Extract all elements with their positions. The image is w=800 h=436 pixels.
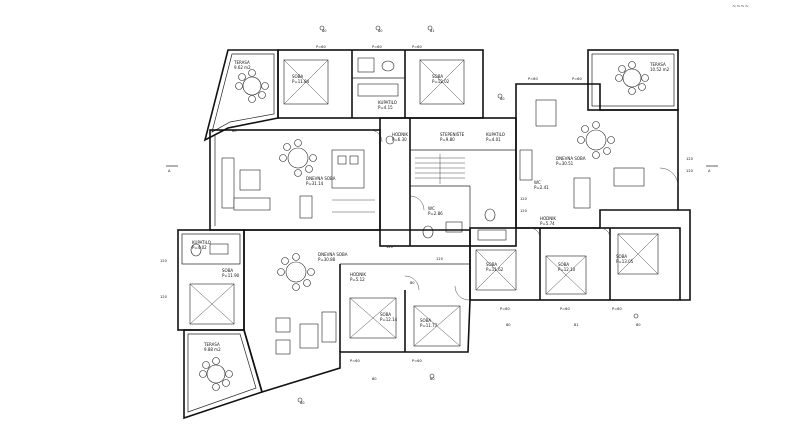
room-living-main-area: P=31.14 (306, 181, 324, 186)
room-bath-sw-name: KUPATILO (192, 240, 211, 245)
south-west-wing (177, 229, 263, 420)
room-wc-east-area: P=2.41 (534, 185, 549, 190)
level-mark: 80 (378, 29, 383, 33)
level-mark: 80 (430, 377, 435, 381)
room-hall-south-name: HODNIK (350, 272, 366, 277)
room-wc-center-name: WC (428, 206, 435, 211)
room-hall-east-area: P=5.74 (540, 221, 555, 226)
dim-mark: P=60 (412, 45, 422, 49)
room-hall-center-name: HODNIK (392, 132, 408, 137)
room-bath-n-area: P=4.15 (378, 105, 393, 110)
dim-mark: P=60 (612, 307, 622, 311)
room-stair-area: P=9.80 (440, 137, 455, 142)
corner-mark: ~~~~ (732, 4, 749, 10)
level-mark: 80 (372, 377, 377, 381)
elevation-mark: 120 (686, 157, 694, 161)
room-bedroom-s2-area: P=11.77 (420, 323, 438, 328)
room-stair-name: STEPENIŠTE (440, 132, 465, 137)
room-bedroom-sw-area: P=11.90 (222, 273, 240, 278)
elevation-mark: 120 (160, 259, 168, 263)
room-bedroom-e1-area: P=11.62 (486, 267, 504, 272)
room-hall-south-area: P=5.12 (350, 277, 365, 282)
room-terrace-ne-name: TERASA (649, 62, 666, 67)
room-bedroom-s1-name: SOBA (380, 312, 391, 317)
level-mark: 80 (500, 97, 505, 101)
east-bedrooms (469, 227, 681, 301)
room-bedroom-e1-name: SOBA (486, 262, 497, 267)
room-bath-center-name: KUPATILO (486, 132, 505, 137)
dim-mark: P=60 (528, 77, 538, 81)
section-mark-east: A (708, 169, 711, 173)
room-living-east-name: DNEVNA SOBA (556, 156, 586, 161)
room-living-east-area: P=30.51 (556, 161, 574, 166)
room-bedroom-s1-area: P=12.14 (380, 317, 398, 322)
level-mark: 80 (300, 401, 305, 405)
dim-mark: P=60 (316, 45, 326, 49)
room-bedroom-n2-name: SOBA (432, 74, 443, 79)
dim-mark: P=60 (372, 45, 382, 49)
elevation-mark: 120 (520, 209, 528, 213)
east-outer-wall (678, 209, 691, 301)
central-living-block (209, 129, 383, 231)
room-bedroom-e2-name: SOBA (558, 262, 569, 267)
dim-mark: P=60 (560, 307, 570, 311)
level-mark: 80 (232, 129, 237, 133)
room-bedroom-e3-area: P=13.05 (616, 259, 634, 264)
section-mark-west: A (168, 169, 171, 173)
room-bedroom-sw-name: SOBA (222, 268, 233, 273)
dimension-marks: P=60 P=60 P=60 P=60 P=60 P=60 P=60 P=60 … (160, 29, 711, 405)
north-west-wing (203, 49, 484, 142)
section-symbols (166, 25, 718, 403)
room-bath-center-area: P=4.01 (486, 137, 501, 142)
room-wc-east-name: WC (534, 180, 541, 185)
room-terrace-nw-area: 9.62 m2 (234, 65, 251, 70)
elevation-mark: 120 (160, 295, 168, 299)
dim-mark: P=60 (572, 77, 582, 81)
room-terrace-sw-area: 9.88 m2 (204, 347, 221, 352)
elevation-mark: 120 (520, 197, 528, 201)
level-mark: 80 (636, 323, 641, 327)
elevation-mark: 120 (686, 169, 694, 173)
north-east-wing (515, 49, 679, 229)
room-living-south-area: P=30.88 (318, 257, 336, 262)
room-hall-center-area: P=6.30 (392, 137, 407, 142)
room-living-south-name: DNEVNA SOBA (318, 252, 348, 257)
room-bath-sw-area: P=4.02 (192, 245, 207, 250)
level-mark: 80 (410, 281, 415, 285)
level-mark: 80 (322, 29, 327, 33)
room-wc-center-area: P=2.86 (428, 211, 443, 216)
room-terrace-ne-area: 10.52 m2 (650, 67, 670, 72)
elevation-mark: 120 (436, 257, 444, 261)
room-bedroom-e2-area: P=12.10 (558, 267, 576, 272)
dim-mark: P=60 (500, 307, 510, 311)
room-bedroom-n2-area: P=12.02 (432, 79, 450, 84)
level-mark: 81 (574, 323, 579, 327)
south-block (243, 229, 471, 394)
elevation-mark: 120 (386, 245, 394, 249)
room-terrace-sw-name: TERASA (203, 342, 220, 347)
room-bedroom-e3-name: SOBA (616, 254, 627, 259)
room-living-main-name: DNEVNA SOBA (306, 176, 336, 181)
level-mark: 81 (430, 29, 435, 33)
dim-mark: P=60 (350, 359, 360, 363)
level-mark: 80 (506, 323, 511, 327)
dim-mark: P=60 (412, 359, 422, 363)
room-bedroom-s2-name: SOBA (420, 318, 431, 323)
room-bedroom-n1-name: SOBA (292, 74, 303, 79)
room-terrace-nw-name: TERASA (233, 60, 250, 65)
room-labels: TERASA 9.62 m2 SOBA P=11.84 SOBA P=12.02… (192, 60, 670, 352)
room-bedroom-n1-area: P=11.84 (292, 79, 310, 84)
room-hall-east-name: HODNIK (540, 216, 556, 221)
room-bath-n-name: KUPATILO (378, 100, 397, 105)
